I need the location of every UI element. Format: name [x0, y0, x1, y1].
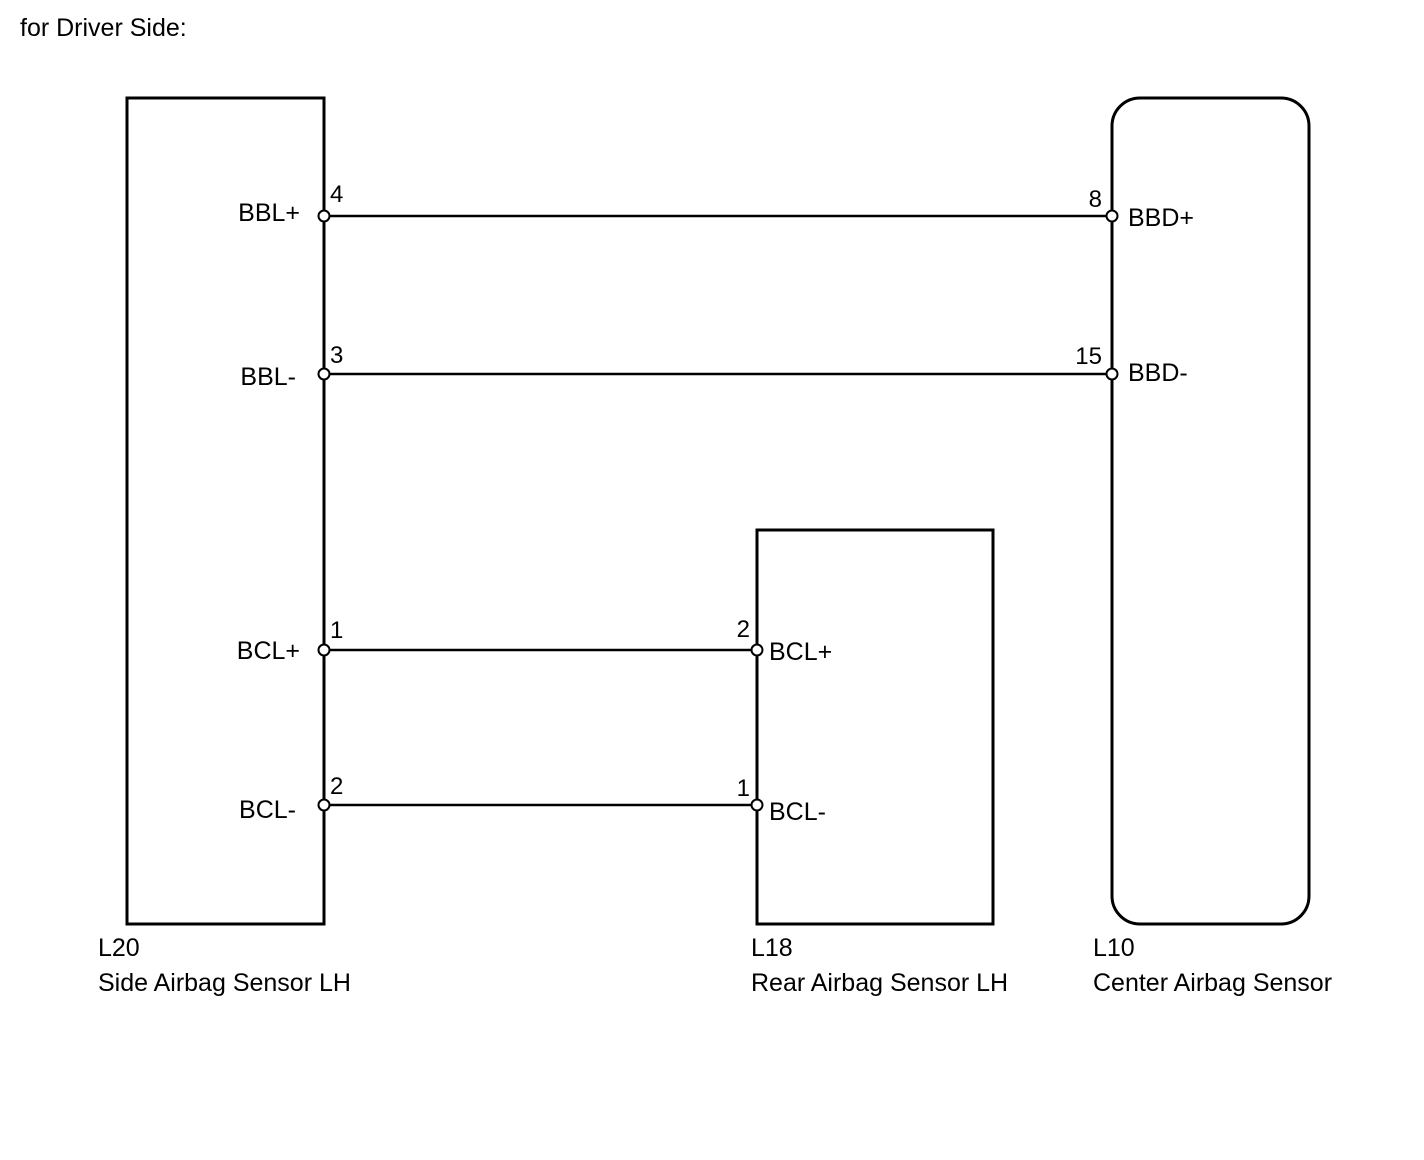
- signal-label: BBD-: [1128, 359, 1188, 387]
- diagram-heading: for Driver Side:: [20, 14, 187, 42]
- pin-number: 2: [737, 616, 750, 643]
- pin-number: 1: [330, 617, 343, 644]
- terminal-l18-1: [750, 798, 764, 812]
- side-airbag-sensor-lh-box: [125, 96, 326, 926]
- signal-label: BCL+: [237, 637, 300, 665]
- pin-number: 8: [1089, 186, 1102, 213]
- terminal-l20-3: [317, 367, 331, 381]
- connector-code-l20: L20: [98, 934, 140, 962]
- signal-label: BBD+: [1128, 204, 1194, 232]
- terminal-l18-2: [750, 643, 764, 657]
- signal-label: BCL+: [769, 638, 832, 666]
- pin-number: 3: [330, 342, 343, 369]
- pin-number: 4: [330, 181, 343, 208]
- rear-airbag-sensor-lh-box: [755, 528, 995, 926]
- connector-code-l18: L18: [751, 934, 793, 962]
- signal-label: BBL-: [240, 363, 296, 391]
- component-name-l18: Rear Airbag Sensor LH: [751, 969, 1008, 997]
- pin-number: 1: [737, 775, 750, 802]
- terminal-l20-2: [317, 798, 331, 812]
- center-airbag-sensor-box: [1110, 96, 1311, 926]
- pin-number: 15: [1075, 343, 1102, 370]
- connector-code-l10: L10: [1093, 934, 1135, 962]
- signal-label: BBL+: [238, 199, 300, 227]
- component-name-l20: Side Airbag Sensor LH: [98, 969, 351, 997]
- terminal-l10-8: [1105, 209, 1119, 223]
- signal-label: BCL-: [769, 798, 826, 826]
- terminal-l20-4: [317, 209, 331, 223]
- signal-label: BCL-: [239, 796, 296, 824]
- terminal-l20-1: [317, 643, 331, 657]
- pin-number: 2: [330, 773, 343, 800]
- component-name-l10: Center Airbag Sensor: [1093, 969, 1332, 997]
- terminal-l10-15: [1105, 367, 1119, 381]
